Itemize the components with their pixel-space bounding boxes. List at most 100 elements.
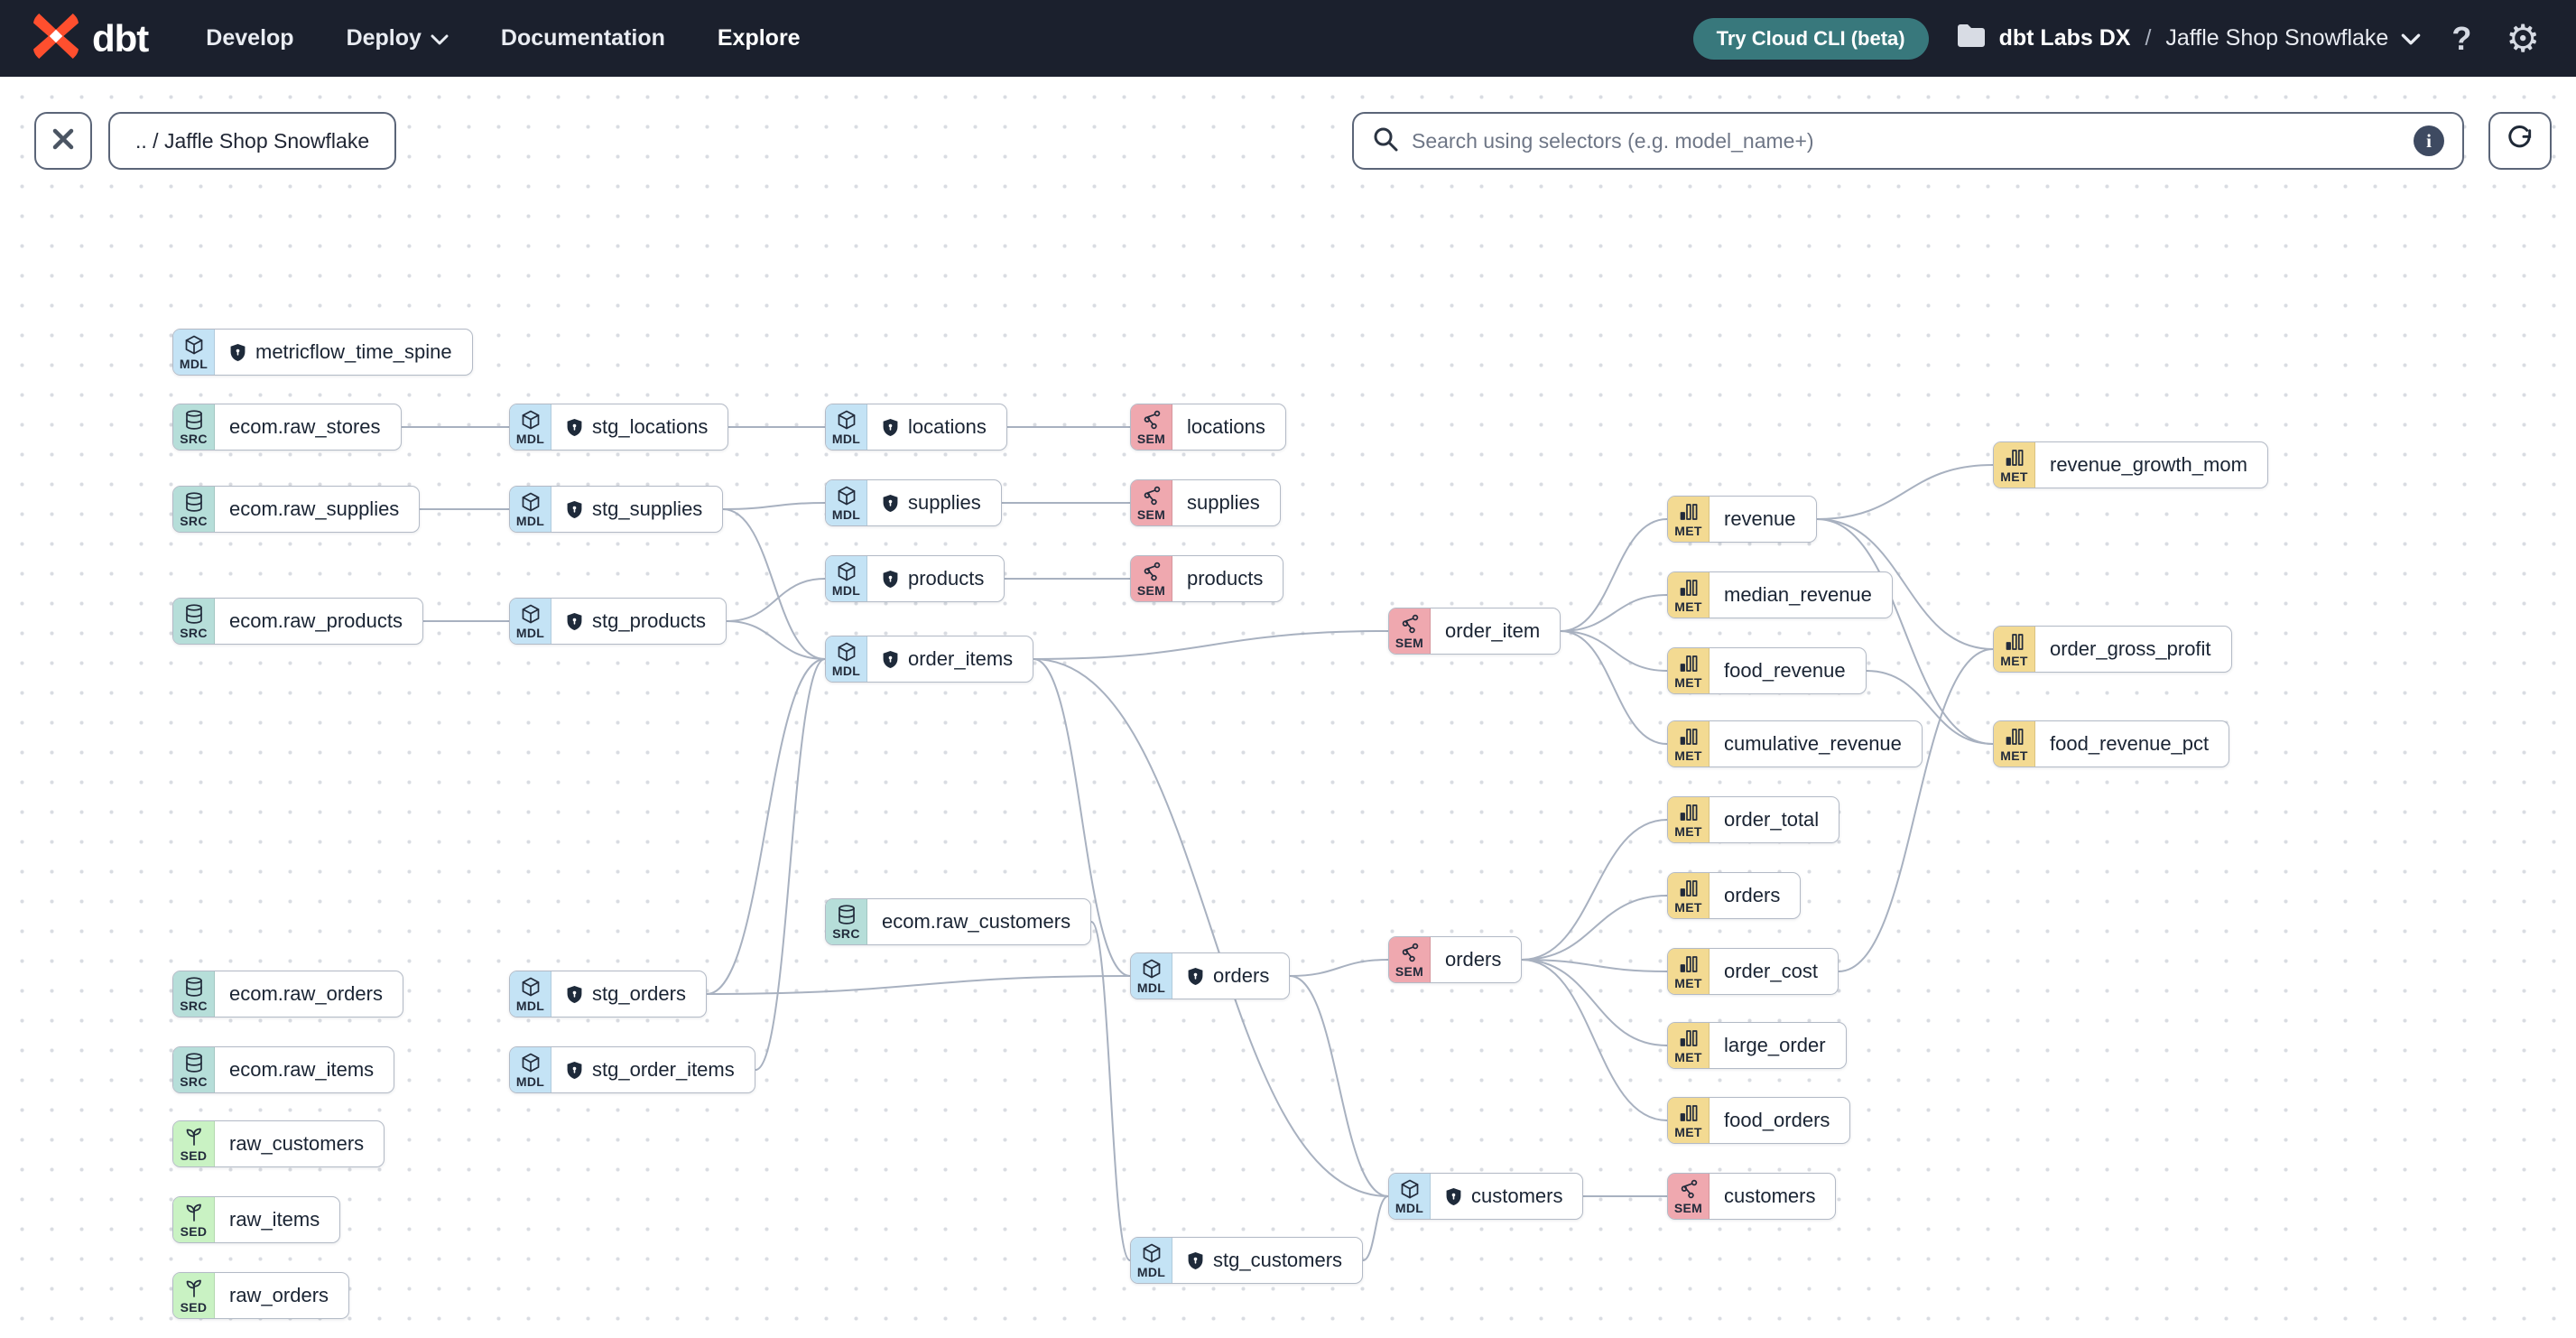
node-name-label: customers	[1724, 1185, 1816, 1207]
node-met_median_revenue[interactable]: MET median_revenue	[1667, 571, 1893, 618]
node-name-label: products	[908, 567, 985, 590]
node-sem_customers[interactable]: SEM customers	[1667, 1173, 1837, 1220]
seed-sprout-icon	[183, 1126, 205, 1148]
search-input[interactable]	[1412, 128, 2401, 153]
node-sem_order_item[interactable]: SEM order_item	[1388, 608, 1561, 655]
brand-wordmark: dbt	[92, 16, 149, 60]
refresh-button[interactable]	[2488, 112, 2552, 170]
node-met_revenue_growth_mom[interactable]: MET revenue_growth_mom	[1993, 441, 2268, 488]
semantic-model-icon	[1141, 561, 1163, 582]
menu-item-deploy[interactable]: Deploy	[347, 25, 449, 51]
try-cloud-cli-button[interactable]: Try Cloud CLI (beta)	[1692, 17, 1929, 60]
node-name-label: order_total	[1724, 808, 1820, 831]
shield-icon	[1445, 1187, 1462, 1206]
info-icon[interactable]: i	[2414, 125, 2444, 156]
node-badge-sed: SED	[173, 1121, 215, 1166]
model-cube-icon	[836, 561, 857, 582]
account-name[interactable]: dbt Labs DX	[1998, 25, 2131, 51]
help-icon: ?	[2451, 19, 2472, 57]
chevron-down-icon[interactable]	[2401, 25, 2421, 51]
lineage-canvas[interactable]: MDL metricflow_time_spine SRC ecom.raw_s…	[0, 77, 2576, 1338]
node-sem_locations[interactable]: SEM locations	[1130, 404, 1286, 451]
node-seed_raw_orders[interactable]: SED raw_orders	[172, 1272, 350, 1319]
node-seed_raw_items[interactable]: SED raw_items	[172, 1196, 341, 1243]
node-badge-src: SRC	[173, 404, 215, 450]
node-name-label: orders	[1445, 948, 1502, 971]
node-met_cumulative_revenue[interactable]: MET cumulative_revenue	[1667, 720, 1923, 767]
menu-item-explore[interactable]: Explore	[718, 25, 801, 51]
node-badge-sem: SEM	[1389, 937, 1431, 982]
close-icon	[50, 125, 77, 157]
metric-chart-icon	[1678, 1102, 1700, 1124]
node-locations[interactable]: MDL locations	[825, 404, 1007, 451]
node-met_large_order[interactable]: MET large_order	[1667, 1022, 1847, 1069]
node-stg_customers[interactable]: MDL stg_customers	[1130, 1237, 1364, 1284]
node-type-label: SEM	[1395, 635, 1424, 650]
node-stg_locations[interactable]: MDL stg_locations	[509, 404, 729, 451]
node-name-label: food_revenue	[1724, 659, 1846, 682]
node-raw_customers_src[interactable]: SRC ecom.raw_customers	[825, 898, 1092, 945]
model-cube-icon	[520, 491, 542, 513]
node-raw_supplies[interactable]: SRC ecom.raw_supplies	[172, 486, 421, 533]
node-met_food_orders[interactable]: MET food_orders	[1667, 1097, 1851, 1144]
edge-sem_orders-to-met_orders	[1521, 895, 1668, 961]
node-orders_mdl[interactable]: MDL orders	[1130, 952, 1291, 999]
shield-icon	[882, 570, 899, 589]
node-stg_orders[interactable]: MDL stg_orders	[509, 971, 707, 1017]
close-lineage-button[interactable]	[34, 112, 92, 170]
node-customers_mdl[interactable]: MDL customers	[1388, 1173, 1584, 1220]
node-stg_products[interactable]: MDL stg_products	[509, 598, 727, 645]
edge-sem_orders-to-met_order_total	[1521, 819, 1668, 961]
dbt-brand[interactable]: dbt	[32, 13, 149, 64]
node-met_order_total[interactable]: MET order_total	[1667, 796, 1840, 843]
menu-item-develop[interactable]: Develop	[206, 25, 293, 51]
shield-icon	[566, 500, 583, 519]
node-sem_orders[interactable]: SEM orders	[1388, 936, 1523, 983]
node-name-label: raw_orders	[229, 1284, 329, 1306]
top-navbar: dbt Develop Deploy Documentation Explore…	[0, 0, 2576, 77]
edge-sem_orders-to-met_food_orders	[1521, 959, 1668, 1121]
source-database-icon	[183, 491, 205, 513]
edge-stg_products-to-products	[726, 578, 826, 622]
menu-label: Documentation	[500, 25, 665, 51]
project-name[interactable]: Jaffle Shop Snowflake	[2165, 25, 2389, 51]
node-raw_items_src[interactable]: SRC ecom.raw_items	[172, 1046, 395, 1093]
node-met_food_revenue_pct[interactable]: MET food_revenue_pct	[1993, 720, 2230, 767]
node-met_revenue[interactable]: MET revenue	[1667, 496, 1817, 543]
settings-button[interactable]: ⚙	[2502, 19, 2544, 58]
breadcrumb-text: .. / Jaffle Shop Snowflake	[135, 128, 370, 153]
node-type-label: MET	[2000, 653, 2028, 668]
shield-icon	[566, 418, 583, 437]
node-badge-met: MET	[1668, 1098, 1710, 1143]
node-order_items[interactable]: MDL order_items	[825, 636, 1034, 683]
help-button[interactable]: ?	[2448, 20, 2475, 58]
node-met_orders[interactable]: MET orders	[1667, 872, 1802, 919]
node-met_order_cost[interactable]: MET order_cost	[1667, 948, 1839, 995]
menu-item-documentation[interactable]: Documentation	[501, 25, 665, 51]
node-seed_raw_customers[interactable]: SED raw_customers	[172, 1120, 385, 1167]
node-stg_order_items[interactable]: MDL stg_order_items	[509, 1046, 755, 1093]
node-metricflow_time_spine[interactable]: MDL metricflow_time_spine	[172, 329, 473, 376]
node-sem_products[interactable]: SEM products	[1130, 555, 1284, 602]
node-name-label: revenue	[1724, 507, 1796, 530]
node-sem_supplies[interactable]: SEM supplies	[1130, 479, 1281, 526]
shield-icon	[229, 343, 246, 362]
node-met_food_revenue[interactable]: MET food_revenue	[1667, 647, 1867, 694]
node-type-label: MET	[1674, 1049, 1702, 1064]
node-raw_orders_src[interactable]: SRC ecom.raw_orders	[172, 971, 403, 1017]
node-products[interactable]: MDL products	[825, 555, 1005, 602]
node-type-label: MET	[1674, 899, 1702, 915]
node-stg_supplies[interactable]: MDL stg_supplies	[509, 486, 724, 533]
node-raw_products[interactable]: SRC ecom.raw_products	[172, 598, 423, 645]
node-name-label: stg_order_items	[592, 1058, 735, 1081]
lineage-breadcrumb[interactable]: .. / Jaffle Shop Snowflake	[108, 112, 397, 170]
node-type-label: SEM	[1136, 582, 1166, 598]
node-raw_stores[interactable]: SRC ecom.raw_stores	[172, 404, 402, 451]
node-badge-met: MET	[1668, 721, 1710, 767]
edge-stg_orders-to-order_items	[706, 658, 826, 995]
semantic-model-icon	[1141, 409, 1163, 431]
node-type-label: MDL	[515, 998, 545, 1013]
node-met_order_gross_profit[interactable]: MET order_gross_profit	[1993, 626, 2232, 673]
model-cube-icon	[1141, 958, 1163, 980]
node-supplies[interactable]: MDL supplies	[825, 479, 1002, 526]
